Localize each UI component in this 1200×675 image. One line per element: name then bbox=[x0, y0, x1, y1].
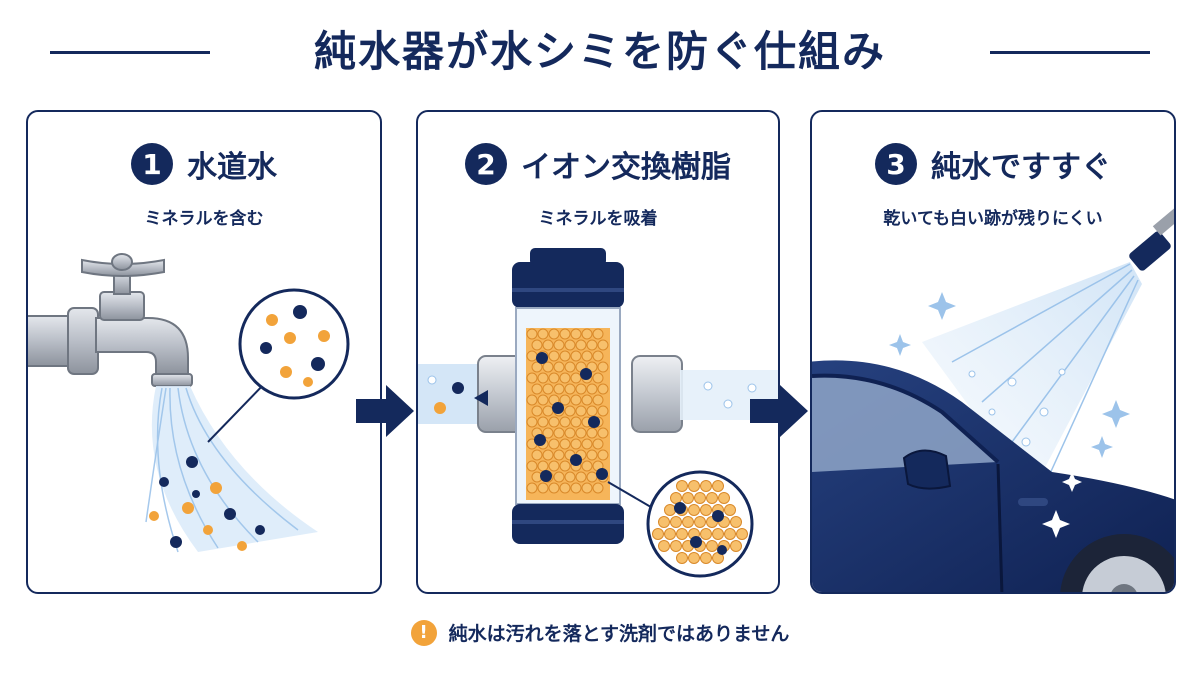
step-heading-1: 1 水道水 bbox=[28, 140, 380, 188]
step-panel-pure-water-rinse: 3 純水ですすぐ 乾いても白い跡が残りにくい bbox=[810, 110, 1176, 594]
step-number-badge: 3 bbox=[875, 143, 917, 185]
step-title: 純水ですすぐ bbox=[931, 150, 1111, 185]
step-title: 水道水 bbox=[187, 150, 277, 185]
step-subtitle: ミネラルを吸着 bbox=[538, 209, 658, 229]
step-heading-3: 3 純水ですすぐ bbox=[812, 140, 1174, 188]
page-title: 純水器が水シミを防ぐ仕組み bbox=[313, 27, 886, 76]
car-rinse-illustration bbox=[812, 200, 1174, 592]
title-bar: 純水器が水シミを防ぐ仕組み bbox=[0, 22, 1200, 82]
title-rule-left bbox=[50, 51, 210, 54]
step-panel-tap-water: 1 水道水 ミネラルを含む bbox=[26, 110, 382, 594]
flow-arrow-right-icon bbox=[750, 385, 808, 437]
caution-text: 純水は汚れを落とす洗剤ではありません bbox=[448, 623, 790, 645]
step-subtitle: 乾いても白い跡が残りにくい bbox=[883, 209, 1103, 229]
filter-cartridge-illustration bbox=[418, 248, 778, 578]
caution-note: ! 純水は汚れを落とす洗剤ではありません bbox=[0, 619, 1200, 646]
title-rule-right bbox=[990, 51, 1150, 54]
faucet-illustration bbox=[28, 253, 350, 553]
step-panel-ion-exchange: 2 イオン交換樹脂 ミネラルを吸着 bbox=[416, 110, 780, 594]
step-subtitle: ミネラルを含む bbox=[144, 209, 264, 229]
step-number-badge: 2 bbox=[465, 143, 507, 185]
step-number-badge: 1 bbox=[131, 143, 173, 185]
exclamation-icon: ! bbox=[410, 619, 437, 646]
step-heading-2: 2 イオン交換樹脂 bbox=[418, 140, 778, 188]
step-title: イオン交換樹脂 bbox=[521, 150, 731, 185]
flow-arrow-right-icon bbox=[356, 385, 414, 437]
